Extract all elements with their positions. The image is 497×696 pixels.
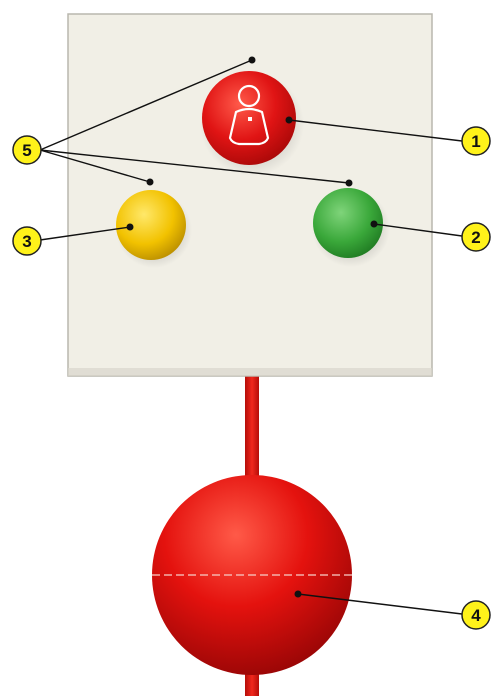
svg-text:3: 3 [22,232,31,251]
callout-2: 2 [461,222,491,252]
pull-cord-lower [245,668,259,696]
callout-5: 5 [12,135,42,165]
pull-ball[interactable] [152,475,352,675]
leader-lines [39,59,463,615]
leader-endpoints [126,56,378,598]
yellow-lamp [116,190,192,268]
pull-cord-upper [245,372,259,484]
green-lamp [312,188,390,267]
svg-text:4: 4 [471,606,481,625]
svg-text:2: 2 [471,228,480,247]
callout-3: 3 [12,226,42,256]
callout-4: 4 [461,600,491,630]
callout-1: 1 [461,126,491,156]
person-icon [228,84,270,146]
svg-text:5: 5 [22,141,31,160]
svg-text:1: 1 [471,132,480,151]
call-panel [67,13,433,377]
nurse-call-button[interactable] [200,71,304,176]
